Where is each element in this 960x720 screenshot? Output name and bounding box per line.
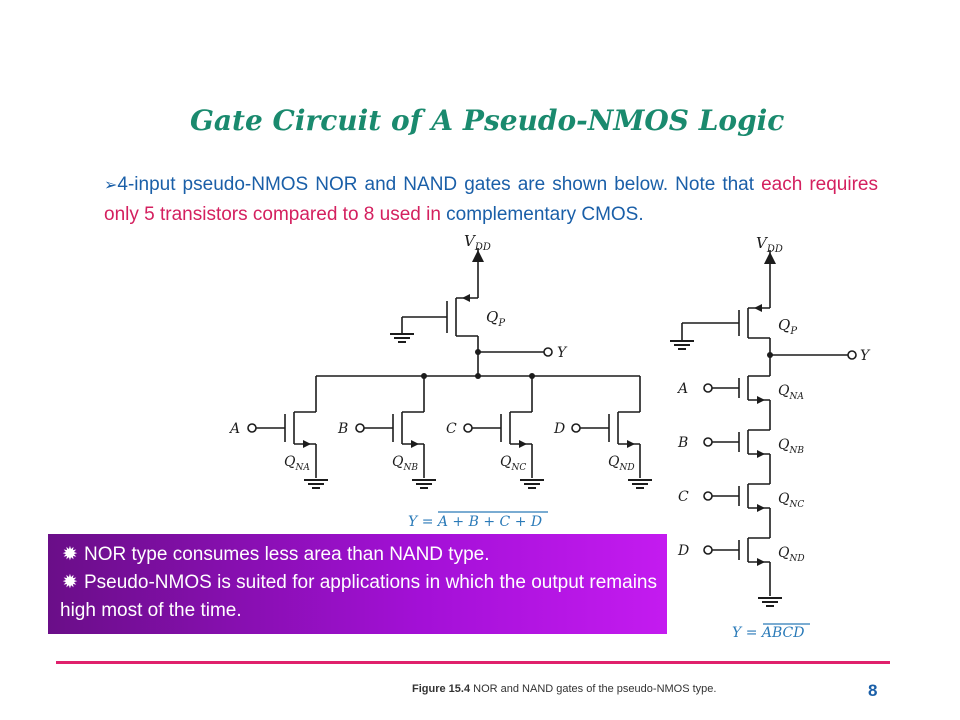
nor-input-d-label: D (553, 421, 565, 437)
nand-vdd-arrow-icon (764, 252, 776, 264)
nor-nmos-a (247, 376, 329, 489)
figure-caption: Figure 15.4 NOR and NAND gates of the ps… (412, 683, 717, 695)
nand-gate-schematic (669, 250, 857, 607)
note-box: ✹NOR type consumes less area than NAND t… (48, 534, 667, 634)
page-number: 8 (868, 681, 878, 700)
nand-qnd-label: QND (778, 545, 805, 564)
nand-input-a-label: A (676, 381, 688, 397)
bullet-text-highlight: each requires only 5 transistors compare… (104, 174, 878, 225)
nand-qnb-label: QNB (778, 437, 804, 456)
nand-input-d-label: D (677, 543, 689, 559)
nand-nmos-a (703, 375, 771, 430)
nand-output-label: Y (860, 348, 871, 364)
nand-qna-label: QNA (778, 383, 804, 402)
bullet-paragraph: ➢4-input pseudo-NMOS NOR and NAND gates … (104, 170, 878, 229)
nor-vdd-label: VDD (464, 232, 491, 253)
nor-gate-schematic (247, 248, 653, 489)
nor-qnd-label: QND (608, 454, 635, 473)
arrow-bullet-icon: ➢ (104, 177, 118, 194)
nand-nmos-d (703, 537, 771, 596)
nor-input-b-label: B (337, 421, 348, 437)
nand-qp-label: QP (778, 316, 797, 337)
footer-divider (56, 661, 890, 664)
bullet-text-end: complementary CMOS. (440, 204, 644, 225)
nor-qp-label: QP (486, 308, 505, 329)
nand-nmos-c (703, 483, 771, 538)
nor-qna-label: QNA (284, 454, 310, 473)
nor-nmos-b (355, 376, 437, 489)
bullet-text-start: 4-input pseudo-NMOS NOR and NAND gates a… (117, 174, 762, 195)
nor-nmos-d (571, 376, 653, 489)
nand-input-c-label: C (678, 489, 689, 505)
nand-nmos-b (703, 429, 771, 484)
nor-output-label: Y (557, 345, 568, 361)
note-item: ✹Pseudo-NMOS is suited for applications … (60, 569, 657, 625)
nor-input-c-label: C (446, 421, 457, 437)
star-burst-icon: ✹ (62, 572, 78, 593)
nand-input-b-label: B (677, 435, 688, 451)
nor-equation: Y = A + B + C + D (408, 514, 542, 530)
nor-vdd-arrow-icon (472, 250, 484, 262)
nand-qnc-label: QNC (778, 491, 804, 510)
nor-qnb-label: QNB (392, 454, 418, 473)
nand-equation: Y = ABCD (732, 625, 804, 641)
nor-qnc-label: QNC (500, 454, 526, 473)
nor-nmos-c (463, 376, 545, 489)
nor-input-a-label: A (228, 421, 240, 437)
note-item: ✹NOR type consumes less area than NAND t… (60, 541, 657, 569)
slide-title: Gate Circuit of A Pseudo-NMOS Logic (190, 104, 785, 137)
nand-vdd-label: VDD (756, 234, 783, 255)
star-burst-icon: ✹ (62, 544, 78, 565)
